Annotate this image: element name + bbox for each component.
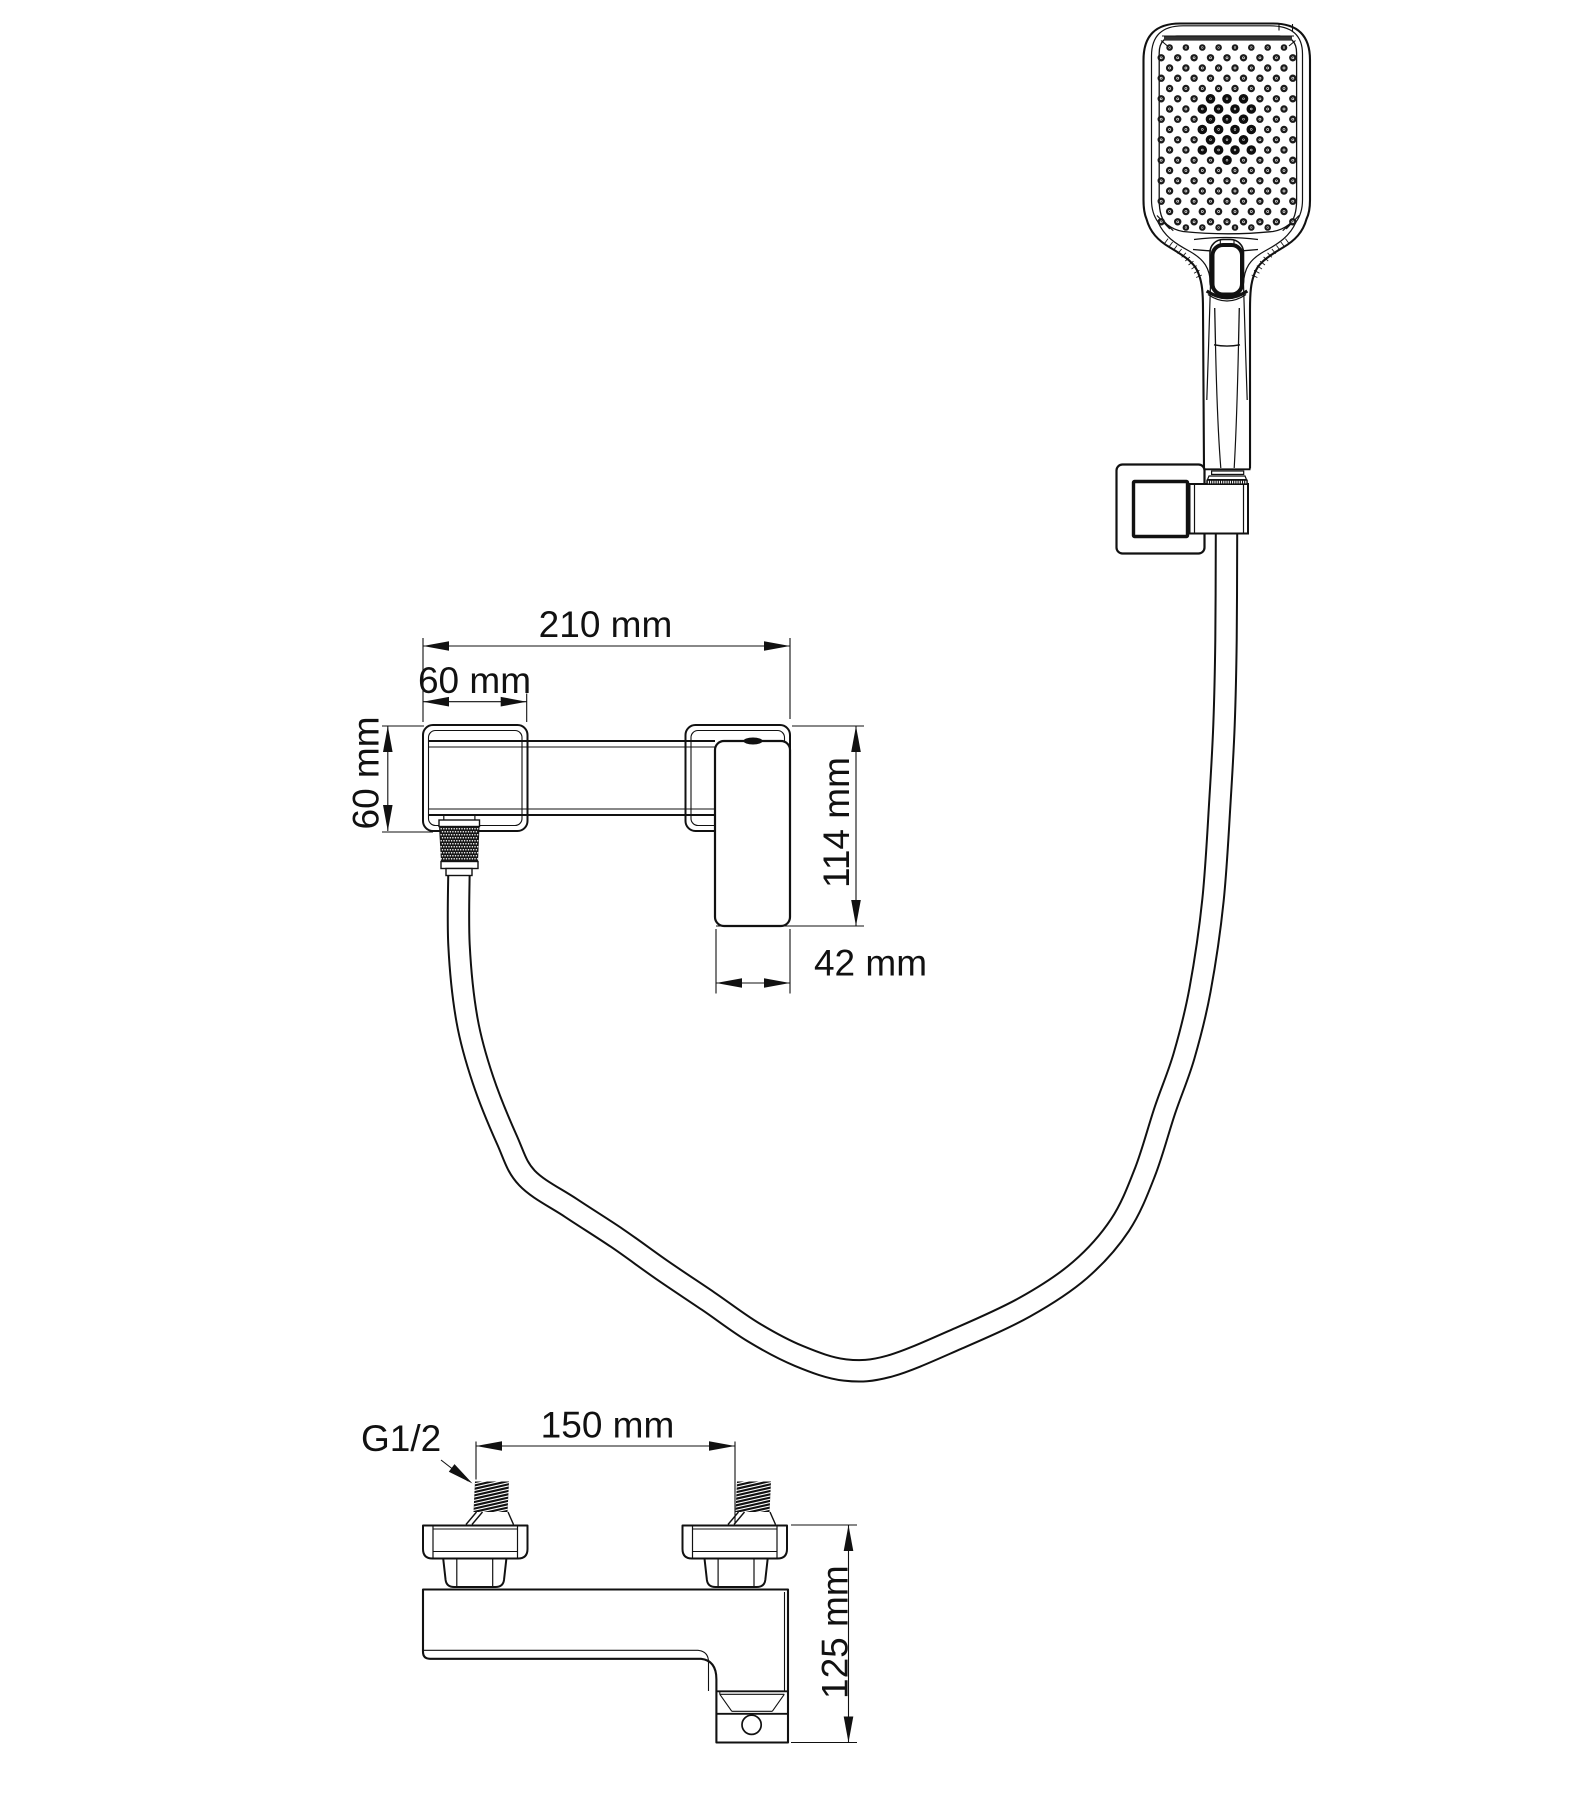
svg-text:G1/2: G1/2: [361, 1418, 441, 1459]
svg-text:150 mm: 150 mm: [541, 1405, 675, 1446]
svg-text:60 mm: 60 mm: [418, 660, 531, 701]
svg-text:60 mm: 60 mm: [346, 716, 387, 829]
svg-text:125 mm: 125 mm: [815, 1565, 856, 1699]
svg-text:114 mm: 114 mm: [816, 757, 857, 888]
svg-text:42 mm: 42 mm: [814, 943, 927, 984]
svg-text:210 mm: 210 mm: [539, 604, 673, 645]
